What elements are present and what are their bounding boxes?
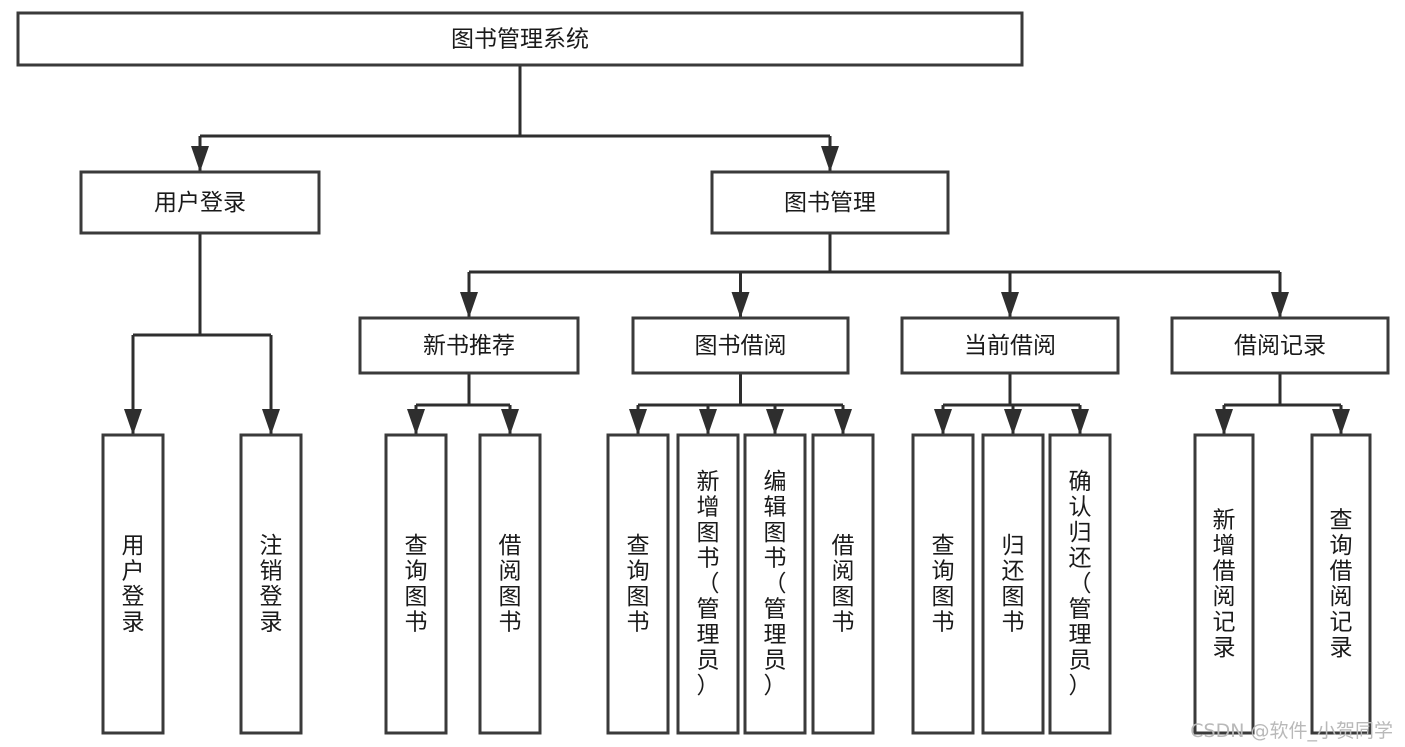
node-label: 图书管理	[784, 190, 876, 216]
node-label: 新书推荐	[423, 333, 515, 359]
node-box	[1193, 433, 1255, 735]
node-label: 当前借阅	[964, 333, 1056, 359]
node-label: 新增借阅记录	[1213, 507, 1236, 661]
leaf-leaf-query-book[interactable]: 查询图书	[606, 433, 670, 735]
leaf-leaf-query-book-rec[interactable]: 查询图书	[384, 433, 448, 735]
node-label: 查询图书	[627, 533, 650, 636]
edges-layer	[124, 65, 1350, 435]
arrow-head-icon	[629, 409, 647, 435]
leaf-leaf-edit-book[interactable]: 编辑图书（管理员）	[743, 433, 807, 735]
leaf-leaf-confirm-return[interactable]: 确认归还（管理员）	[1048, 433, 1112, 735]
arrow-head-icon	[1215, 409, 1233, 435]
edge-group-current-borrow	[934, 373, 1089, 435]
node-box	[1310, 433, 1372, 735]
leaf-leaf-borrow-book[interactable]: 借阅图书	[811, 433, 875, 735]
leaf-leaf-query-book-cur[interactable]: 查询图书	[911, 433, 975, 735]
edge-group-book-borrow	[629, 373, 852, 435]
leaf-leaf-logout[interactable]: 注销登录	[239, 433, 303, 735]
arrow-head-icon	[1071, 409, 1089, 435]
node-box	[606, 433, 670, 735]
node-label: 确认归还（管理员）	[1069, 469, 1092, 699]
leaf-leaf-add-record[interactable]: 新增借阅记录	[1193, 433, 1255, 735]
arrow-head-icon	[934, 409, 952, 435]
leaf-leaf-user-login[interactable]: 用户登录	[101, 433, 165, 735]
arrow-head-icon	[407, 409, 425, 435]
node-box	[384, 433, 448, 735]
arrow-head-icon	[501, 409, 519, 435]
node-new-book-rec[interactable]: 新书推荐	[358, 316, 580, 375]
arrow-head-icon	[1001, 292, 1019, 318]
node-book-manage[interactable]: 图书管理	[710, 170, 950, 235]
node-label: 借阅图书	[832, 533, 855, 636]
node-label: 借阅图书	[499, 533, 522, 636]
arrow-head-icon	[191, 146, 209, 172]
node-box	[239, 433, 303, 735]
node-label: 查询图书	[932, 533, 955, 636]
edge-group-user-login	[124, 233, 280, 435]
node-box	[676, 433, 740, 735]
node-box	[101, 433, 165, 735]
node-label: 注销登录	[260, 533, 283, 636]
node-user-login[interactable]: 用户登录	[79, 170, 321, 235]
node-box	[358, 316, 580, 375]
node-book-borrow[interactable]: 图书借阅	[631, 316, 850, 375]
edge-group-borrow-record	[1215, 373, 1350, 435]
leaf-leaf-add-book[interactable]: 新增图书（管理员）	[676, 433, 740, 735]
node-label: 编辑图书（管理员）	[764, 469, 787, 699]
node-box	[900, 316, 1120, 375]
arrow-head-icon	[1004, 409, 1022, 435]
edge-group-root	[191, 65, 839, 172]
arrow-head-icon	[766, 409, 784, 435]
node-label: 查询借阅记录	[1330, 507, 1353, 661]
node-box	[981, 433, 1045, 735]
node-label: 查询图书	[405, 533, 428, 636]
nodes-layer: 图书管理系统用户登录图书管理新书推荐图书借阅当前借阅借阅记录用户登录注销登录查询…	[16, 11, 1390, 735]
edge-group-book-manage	[460, 233, 1289, 318]
arrow-head-icon	[731, 292, 750, 318]
node-label: 归还图书	[1002, 533, 1025, 636]
arrow-head-icon	[1271, 292, 1289, 318]
node-box	[1170, 316, 1390, 375]
arrow-head-icon	[460, 292, 478, 318]
node-box	[911, 433, 975, 735]
node-borrow-record[interactable]: 借阅记录	[1170, 316, 1390, 375]
node-label: 图书借阅	[695, 333, 787, 359]
leaf-leaf-query-record[interactable]: 查询借阅记录	[1310, 433, 1372, 735]
node-label: 用户登录	[154, 190, 246, 216]
node-box	[631, 316, 850, 375]
node-box	[79, 170, 321, 235]
node-box	[478, 433, 542, 735]
node-root[interactable]: 图书管理系统	[16, 11, 1024, 67]
node-label: 图书管理系统	[451, 27, 589, 53]
arrow-head-icon	[262, 409, 280, 435]
arrow-head-icon	[699, 409, 717, 435]
node-label: 借阅记录	[1234, 333, 1326, 359]
node-label: 新增图书（管理员）	[697, 469, 720, 699]
arrow-head-icon	[834, 409, 852, 435]
node-box	[1048, 433, 1112, 735]
node-box	[811, 433, 875, 735]
node-box	[16, 11, 1024, 67]
arrow-head-icon	[124, 409, 142, 435]
watermark-text: CSDN @软件_小贺同学	[1190, 720, 1393, 742]
arrow-head-icon	[821, 146, 839, 172]
leaf-leaf-return-book[interactable]: 归还图书	[981, 433, 1045, 735]
arrow-head-icon	[1332, 409, 1350, 435]
node-box	[710, 170, 950, 235]
leaf-leaf-borrow-book-rec[interactable]: 借阅图书	[478, 433, 542, 735]
node-box	[743, 433, 807, 735]
node-label: 用户登录	[122, 533, 145, 636]
node-current-borrow[interactable]: 当前借阅	[900, 316, 1120, 375]
edge-group-new-book-rec	[407, 373, 519, 435]
